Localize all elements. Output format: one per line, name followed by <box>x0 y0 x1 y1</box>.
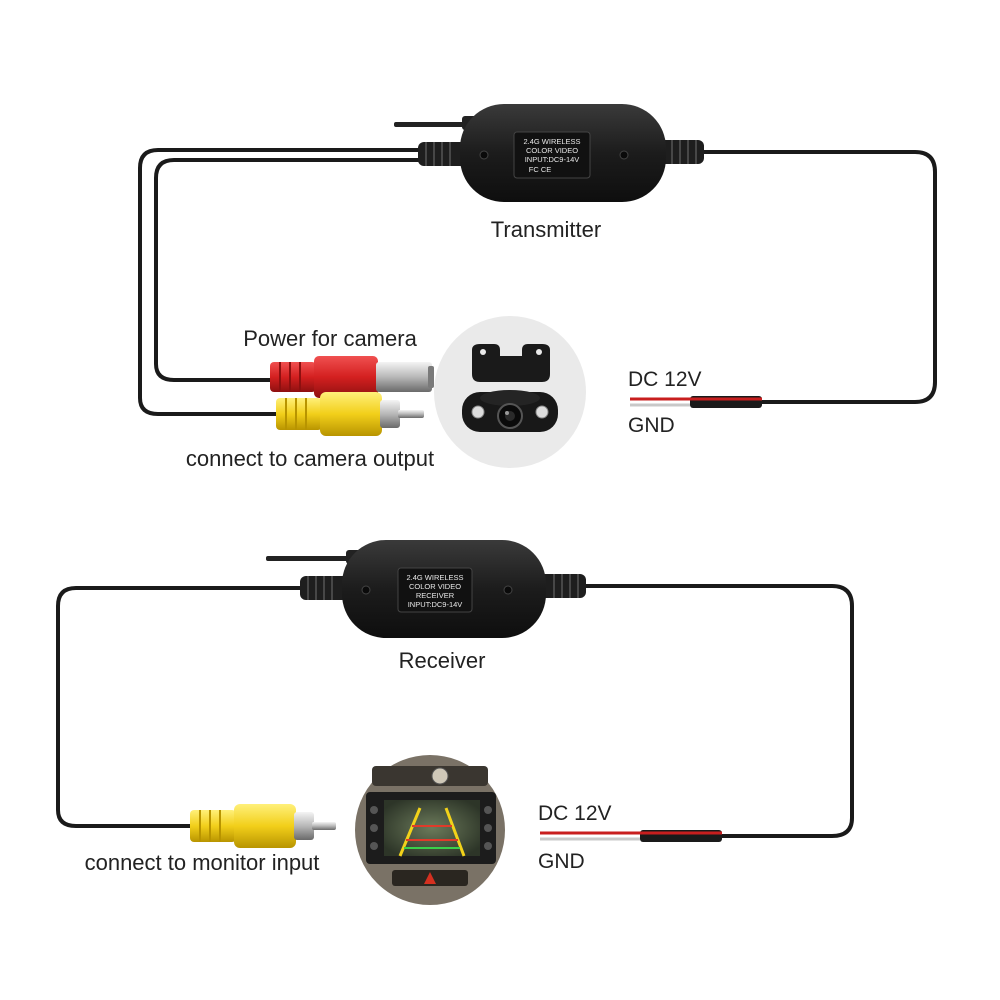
camera-illustration <box>434 316 586 468</box>
transmitter-antenna <box>394 122 470 127</box>
receiver-label: Receiver <box>399 648 486 673</box>
transmitter-video-cable-outer <box>138 148 422 416</box>
receiver-power-cable <box>584 584 854 838</box>
receiver-assembly: 2.4G WIRELESS COLOR VIDEO RECEIVER INPUT… <box>56 540 854 838</box>
transmitter-power-cable-inner <box>154 158 422 382</box>
transmitter-case-line-1: 2.4G WIRELESS <box>523 137 580 146</box>
top-gnd-label: GND <box>628 414 675 437</box>
receiver-case-line-2: COLOR VIDEO <box>409 582 461 591</box>
receiver-case-line-1: 2.4G WIRELESS <box>406 573 463 582</box>
transmitter-strain-relief-left <box>418 142 468 166</box>
monitor-illustration <box>353 753 507 907</box>
bottom-gnd-label: GND <box>538 850 585 873</box>
top-dc12v-label: DC 12V <box>628 368 702 391</box>
transmitter-label-plate <box>513 131 591 179</box>
receiver-dc-wires <box>540 830 722 842</box>
transmitter-dc-wires <box>630 396 762 408</box>
camera-output-label: connect to camera output <box>186 446 434 471</box>
receiver-strain-relief-right <box>536 574 586 598</box>
transmitter-case-line-3: INPUT:DC9-14V <box>525 155 580 164</box>
receiver-case-line-4: INPUT:DC9-14V <box>408 600 463 609</box>
receiver-antenna <box>266 556 356 561</box>
transmitter-label: Transmitter <box>491 217 601 242</box>
monitor-input-label: connect to monitor input <box>85 850 320 875</box>
camera-mount-bracket <box>472 344 550 382</box>
camera-led-left <box>471 405 485 419</box>
transmitter-case-line-2: COLOR VIDEO <box>526 146 578 155</box>
receiver-video-cable <box>56 586 304 828</box>
camera-output-rca-plug <box>276 392 424 436</box>
transmitter-power-cable <box>700 150 937 404</box>
power-plug-red <box>270 356 434 398</box>
monitor-input-rca-plug <box>190 804 336 848</box>
bottom-dc12v-label: DC 12V <box>538 802 612 825</box>
transmitter-strain-relief-right <box>654 140 704 164</box>
power-for-camera-label: Power for camera <box>243 326 417 351</box>
dashboard-monitor-screen <box>384 800 480 856</box>
receiver-label-plate <box>397 567 473 613</box>
transmitter-case-line-4: FC CE <box>529 165 552 174</box>
transmitter-assembly: 2.4G WIRELESS COLOR VIDEO INPUT:DC9-14V … <box>138 104 937 416</box>
receiver-case-line-3: RECEIVER <box>416 591 455 600</box>
camera-led-right <box>535 405 549 419</box>
receiver-strain-relief-left <box>300 576 352 600</box>
